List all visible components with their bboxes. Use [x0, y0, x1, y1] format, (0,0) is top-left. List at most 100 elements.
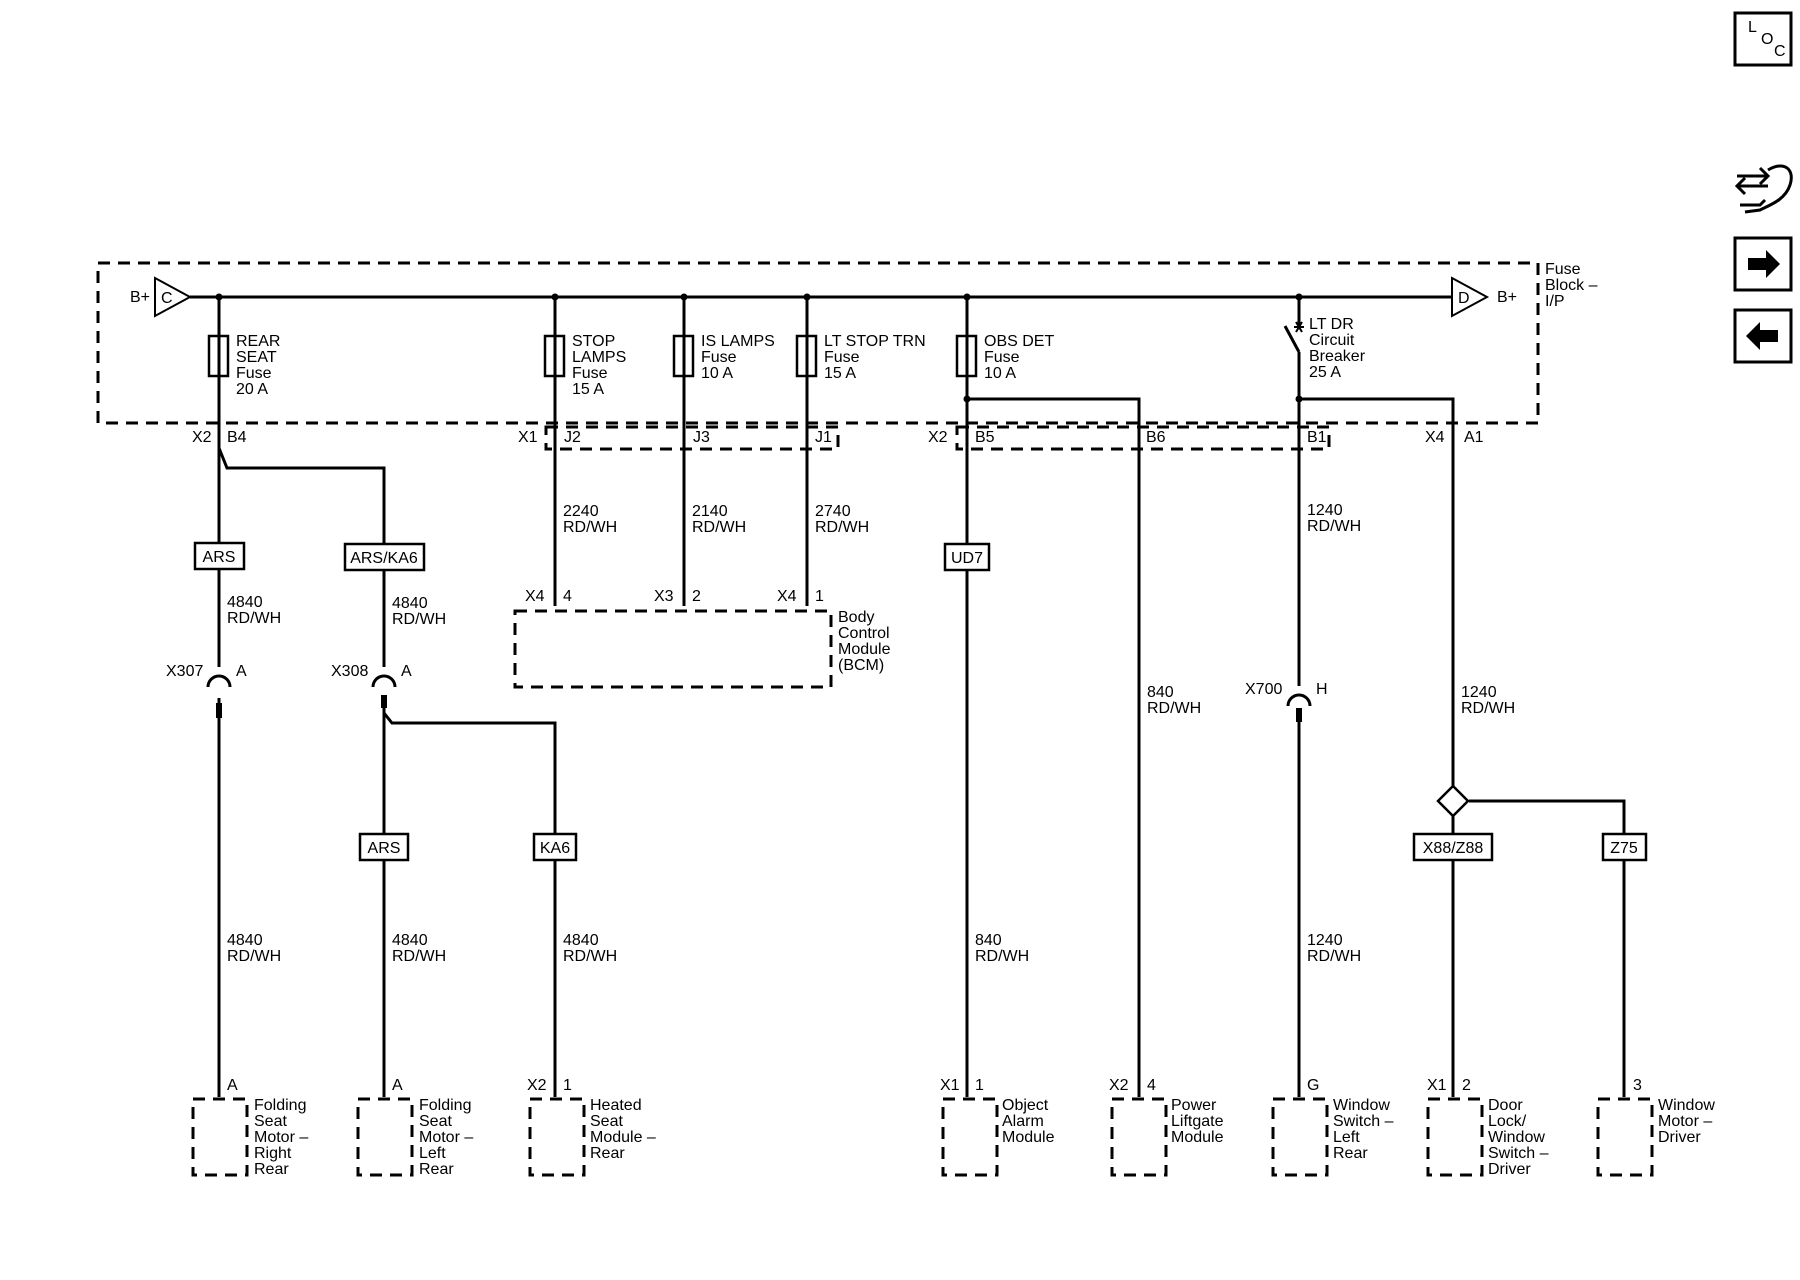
svg-text:X4: X4 — [1425, 429, 1445, 446]
svg-text:Heated: Heated — [590, 1097, 642, 1114]
svg-text:Fuse: Fuse — [572, 365, 608, 382]
svg-text:X307: X307 — [166, 663, 203, 680]
svg-text:15 A: 15 A — [572, 381, 604, 398]
svg-text:SEAT: SEAT — [236, 349, 277, 366]
option-ka6: KA6 — [532, 832, 578, 862]
svg-text:(BCM): (BCM) — [838, 657, 884, 674]
svg-text:X88/Z88: X88/Z88 — [1423, 840, 1484, 857]
bplus-terminal-d: D B+ — [1451, 276, 1517, 318]
svg-text:2: 2 — [692, 588, 701, 605]
svg-text:Circuit: Circuit — [1309, 332, 1355, 349]
component-object-alarm-module: X1 1 Object Alarm Module — [940, 1077, 1055, 1177]
svg-text:1: 1 — [815, 588, 824, 605]
svg-text:J3: J3 — [693, 429, 710, 446]
svg-text:RD/WH: RD/WH — [692, 519, 746, 536]
svg-text:G: G — [1307, 1077, 1319, 1094]
svg-text:X1: X1 — [1427, 1077, 1447, 1094]
component-folding-seat-motor-right-rear: A Folding Seat Motor – Right Rear — [191, 1077, 308, 1178]
svg-text:Seat: Seat — [590, 1113, 623, 1130]
option-ars-1: ARS — [193, 541, 246, 571]
loc-o: O — [1761, 31, 1773, 48]
svg-text:Module: Module — [838, 641, 891, 658]
svg-text:UD7: UD7 — [951, 550, 983, 567]
svg-text:15 A: 15 A — [824, 365, 856, 382]
svg-text:1: 1 — [563, 1077, 572, 1094]
svg-text:Right: Right — [254, 1145, 292, 1162]
next-button[interactable] — [1733, 236, 1793, 292]
svg-text:Switch –: Switch – — [1488, 1145, 1549, 1162]
svg-text:B6: B6 — [1146, 429, 1166, 446]
svg-text:B5: B5 — [975, 429, 995, 446]
wire-paths — [217, 297, 1626, 1097]
svg-text:Motor –: Motor – — [1658, 1113, 1712, 1130]
svg-text:20 A: 20 A — [236, 381, 268, 398]
svg-text:A: A — [401, 663, 412, 680]
splice-diamond — [1436, 784, 1470, 818]
svg-text:Alarm: Alarm — [1002, 1113, 1044, 1130]
svg-text:Rear: Rear — [254, 1161, 289, 1178]
svg-text:Block –: Block – — [1545, 277, 1598, 294]
svg-text:Switch –: Switch – — [1333, 1113, 1394, 1130]
service-tool-icon[interactable] — [1734, 164, 1793, 214]
loc-button[interactable]: L O C — [1733, 11, 1793, 67]
svg-text:4840: 4840 — [392, 595, 428, 612]
svg-text:Fuse: Fuse — [984, 349, 1020, 366]
svg-text:ARS: ARS — [203, 549, 236, 566]
svg-text:A: A — [392, 1077, 403, 1094]
component-folding-seat-motor-left-rear: A Folding Seat Motor – Left Rear — [356, 1077, 473, 1178]
arrow-left-icon — [1746, 322, 1778, 350]
svg-text:J1: J1 — [815, 429, 832, 446]
svg-text:X2: X2 — [928, 429, 948, 446]
svg-text:840: 840 — [1147, 684, 1174, 701]
svg-text:4840: 4840 — [563, 932, 599, 949]
svg-text:Breaker: Breaker — [1309, 348, 1366, 365]
svg-text:840: 840 — [975, 932, 1002, 949]
inline-connector-x308: X308 A — [331, 663, 412, 708]
component-heated-seat-module-rear: X2 1 Heated Seat Module – Rear — [527, 1077, 656, 1177]
svg-text:Lock/: Lock/ — [1488, 1113, 1527, 1130]
svg-text:4840: 4840 — [227, 594, 263, 611]
svg-text:Power: Power — [1171, 1097, 1217, 1114]
svg-text:Door: Door — [1488, 1097, 1523, 1114]
svg-text:B+: B+ — [130, 289, 150, 306]
svg-text:Seat: Seat — [254, 1113, 287, 1130]
svg-text:1240: 1240 — [1307, 502, 1343, 519]
back-button[interactable] — [1733, 308, 1793, 364]
svg-text:Object: Object — [1002, 1097, 1049, 1114]
svg-text:Folding: Folding — [419, 1097, 471, 1114]
svg-text:X2: X2 — [192, 429, 212, 446]
svg-text:X308: X308 — [331, 663, 368, 680]
svg-text:A: A — [236, 663, 247, 680]
svg-text:Window: Window — [1488, 1129, 1545, 1146]
svg-text:RD/WH: RD/WH — [1307, 948, 1361, 965]
svg-text:2240: 2240 — [563, 503, 599, 520]
inline-connector-x307: X307 A — [166, 663, 247, 718]
svg-text:4840: 4840 — [392, 932, 428, 949]
svg-text:RD/WH: RD/WH — [815, 519, 869, 536]
connector-x1-outline — [544, 425, 840, 451]
svg-text:H: H — [1316, 681, 1328, 698]
svg-text:1240: 1240 — [1461, 684, 1497, 701]
component-window-motor-driver: 3 Window Motor – Driver — [1596, 1077, 1715, 1177]
svg-text:I/P: I/P — [1545, 293, 1565, 310]
svg-text:X3: X3 — [654, 588, 674, 605]
option-z75: Z75 — [1601, 832, 1648, 862]
svg-text:X4: X4 — [525, 588, 545, 605]
svg-text:LAMPS: LAMPS — [572, 349, 626, 366]
svg-text:A: A — [227, 1077, 238, 1094]
fuse-obs-det: OBS DET Fuse 10 A — [955, 333, 1054, 382]
component-door-lock-window-switch-driver: X1 2 Door Lock/ Window Switch – Driver — [1426, 1077, 1549, 1178]
svg-text:LT DR: LT DR — [1309, 316, 1354, 333]
svg-text:Motor –: Motor – — [254, 1129, 308, 1146]
svg-text:RD/WH: RD/WH — [975, 948, 1029, 965]
svg-text:A1: A1 — [1464, 429, 1484, 446]
svg-text:RD/WH: RD/WH — [563, 948, 617, 965]
svg-text:Seat: Seat — [419, 1113, 452, 1130]
svg-text:Fuse: Fuse — [236, 365, 272, 382]
svg-text:J2: J2 — [564, 429, 581, 446]
svg-text:REAR: REAR — [236, 333, 280, 350]
svg-text:10 A: 10 A — [984, 365, 1016, 382]
svg-text:4: 4 — [1147, 1077, 1156, 1094]
fuse-is-lamps: IS LAMPS Fuse 10 A — [672, 333, 775, 382]
